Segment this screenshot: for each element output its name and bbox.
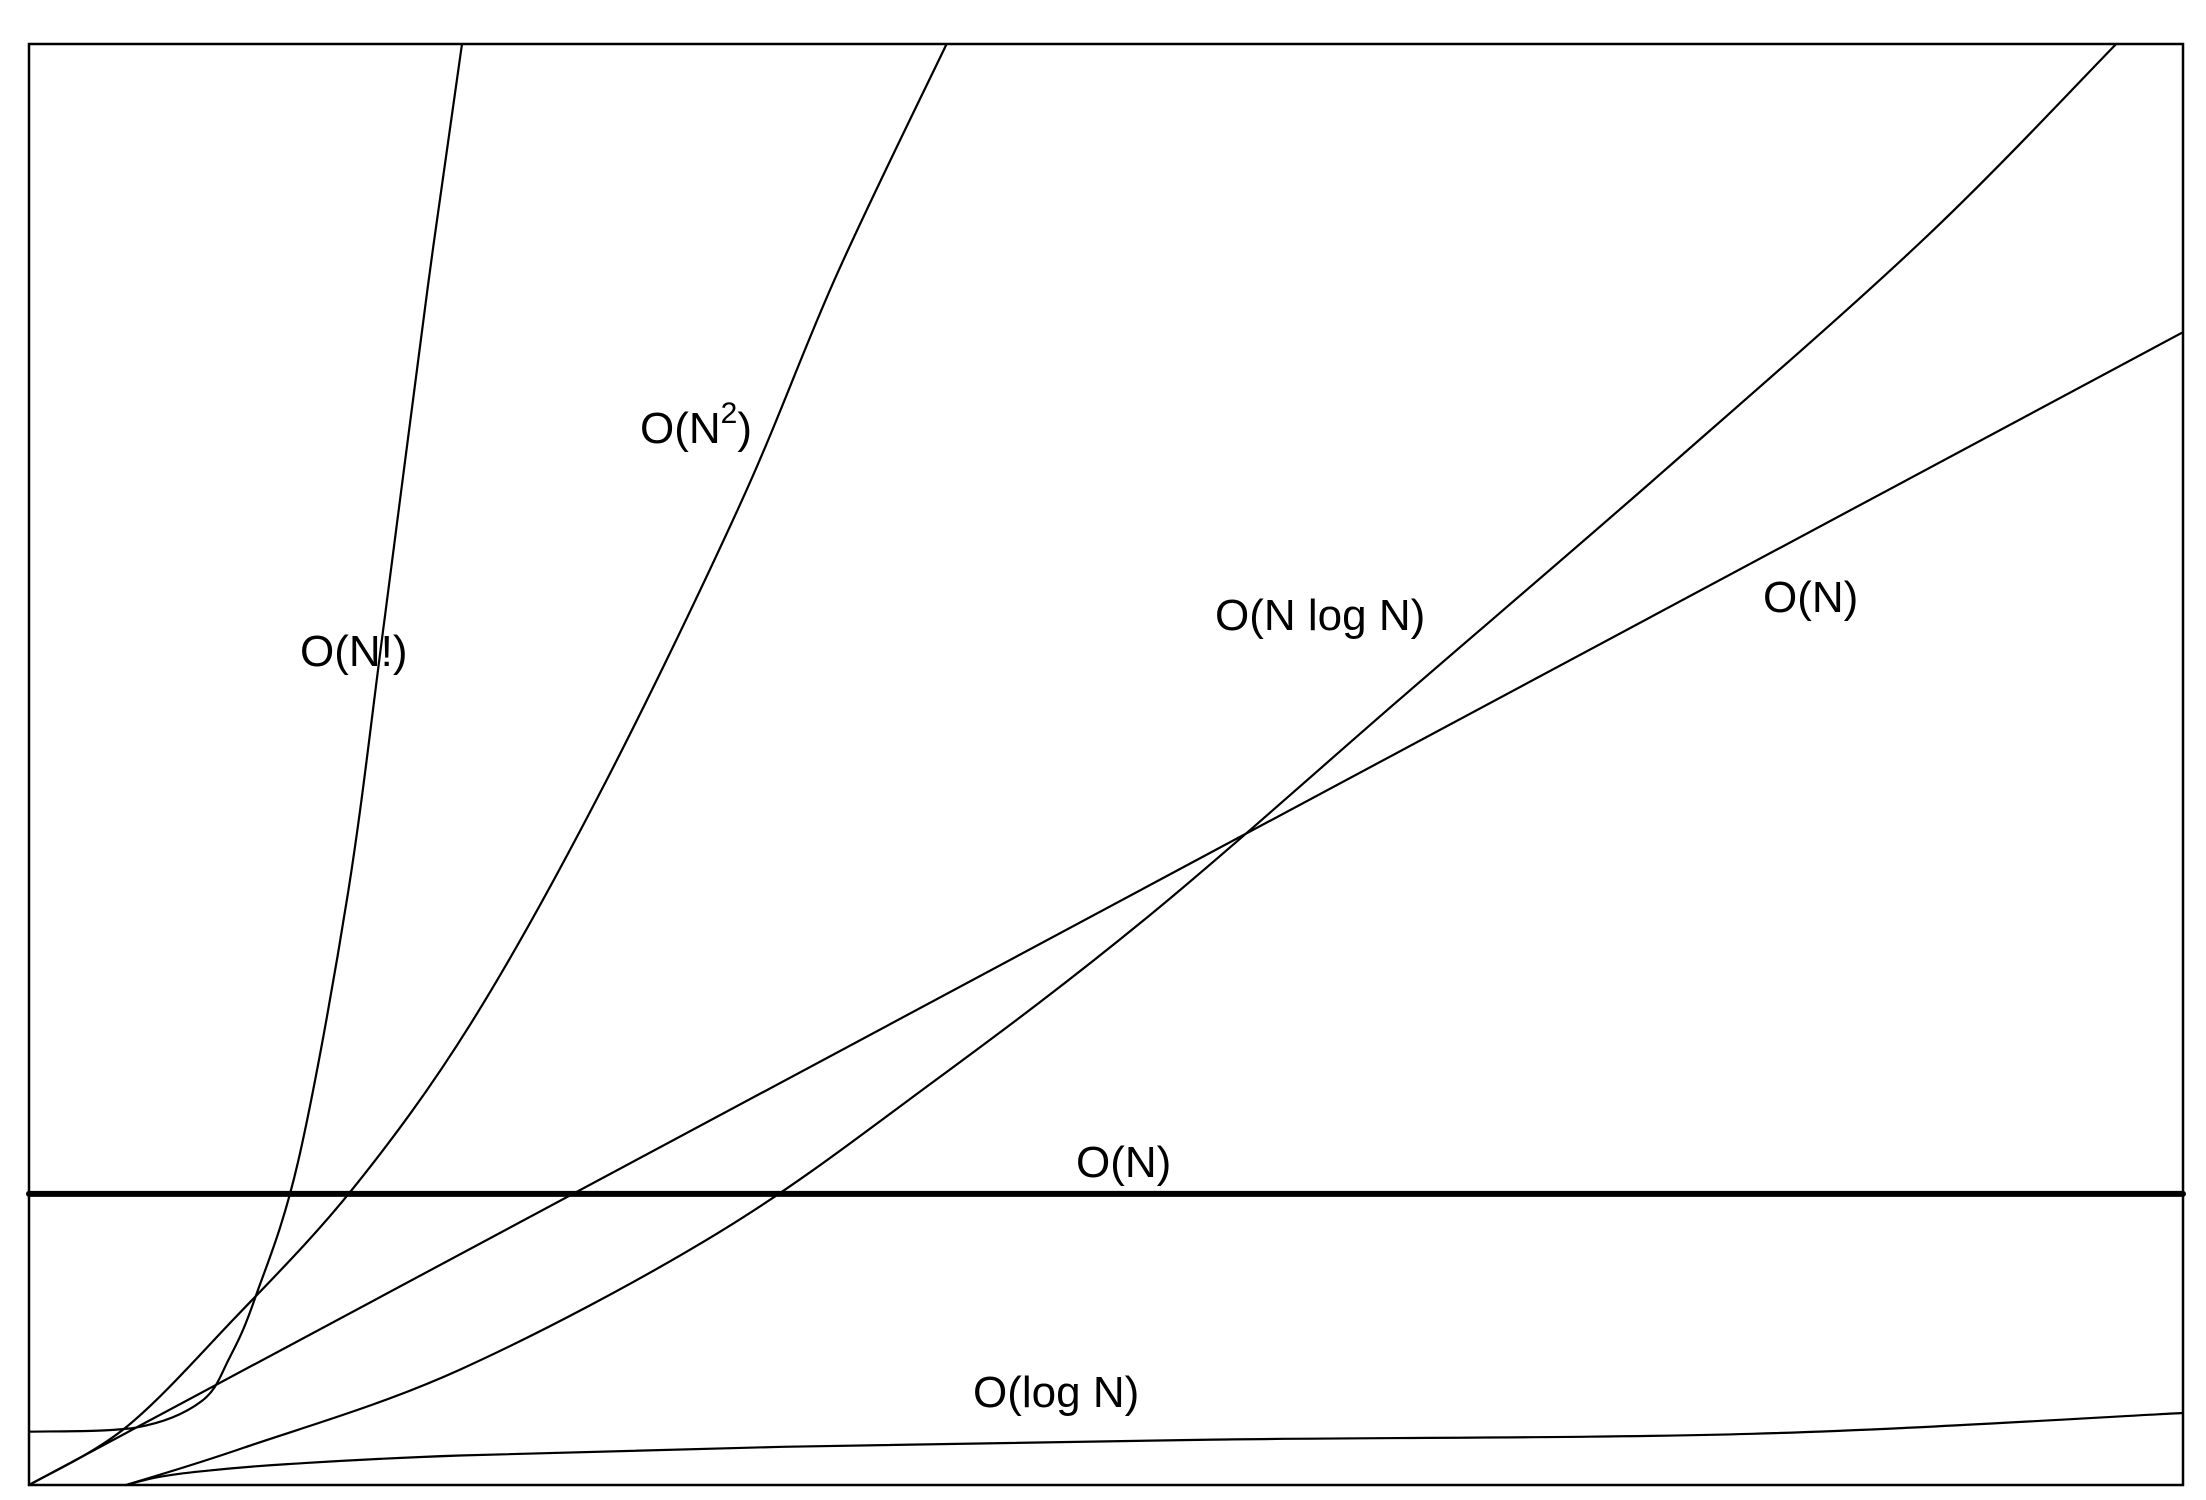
series-line-quadratic — [27, 42, 948, 1487]
label-logarithmic: O(log N) — [973, 1368, 1139, 1417]
label-factorial: O(N!) — [300, 627, 408, 676]
series-line-factorial — [27, 42, 464, 1433]
series-line-logarithmic — [124, 1411, 2185, 1487]
label-quadratic: O(N2) — [640, 397, 752, 453]
series-line-linearithmic — [124, 42, 2118, 1487]
label-linearithmic: O(N log N) — [1215, 591, 1425, 640]
series-line-linear — [27, 331, 2185, 1487]
plot-frame — [27, 42, 2185, 1487]
series-lines — [26, 42, 2186, 1487]
series-labels: O(N!) O(N2) O(N log N) O(N) O(N) O(log N… — [300, 397, 1858, 1417]
label-constant: O(N) — [1076, 1138, 1171, 1187]
label-linear: O(N) — [1763, 573, 1858, 622]
